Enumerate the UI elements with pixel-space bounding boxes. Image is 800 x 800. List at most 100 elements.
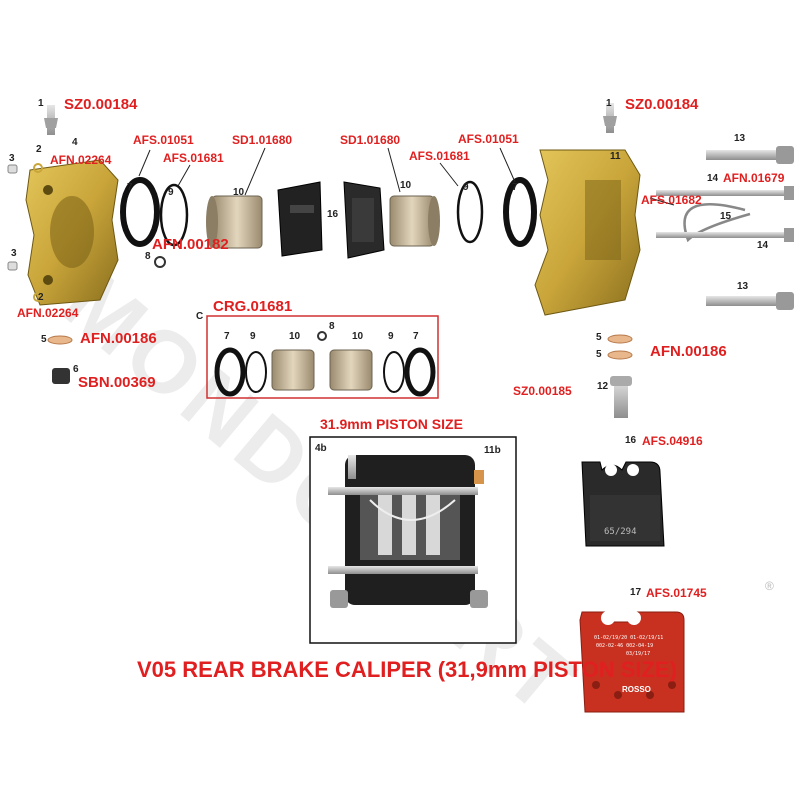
num-4b: 4b	[315, 443, 327, 454]
num-2-top: 2	[36, 144, 42, 155]
num-5-right-b: 5	[596, 349, 602, 360]
label-afn-00186-left: AFN.00186	[80, 330, 157, 347]
num-4: 4	[72, 137, 78, 148]
num-7-left: 7	[127, 182, 133, 193]
right-caliper-body	[534, 149, 641, 316]
red-pad-brand: ROSSO	[622, 685, 651, 694]
num-17: 17	[630, 587, 642, 598]
bolt-14-top	[656, 186, 794, 200]
o-ring-4	[33, 163, 43, 173]
brake-pad-16-left	[277, 181, 323, 257]
label-afs-01051-left: AFS.01051	[133, 133, 194, 147]
brake-pad-17-red	[579, 611, 685, 713]
label-sz0-00185: SZ0.00185	[513, 384, 572, 398]
label-afs-01051-right: AFS.01051	[458, 132, 519, 146]
num-11b: 11b	[484, 445, 501, 456]
num-5-left: 5	[41, 334, 47, 345]
num-10-kit-b: 10	[352, 331, 364, 342]
num-5-right-a: 5	[596, 332, 602, 343]
label-sz0-00184-right: SZ0.00184	[625, 96, 699, 113]
num-12: 12	[597, 381, 609, 392]
bleed-screw-left	[44, 105, 58, 135]
brake-pad-16-detail	[581, 461, 665, 547]
num-10-left: 10	[233, 187, 245, 198]
label-sd1-01680-right: SD1.01680	[340, 133, 401, 147]
cap-6	[52, 368, 70, 384]
num-1-right: 1	[606, 98, 612, 109]
bolt-13-bottom	[706, 292, 794, 310]
assembled-caliper	[328, 455, 488, 608]
num-9-kit-a: 9	[250, 331, 256, 342]
kit-c-parts	[214, 331, 436, 397]
label-sbn-00369: SBN.00369	[78, 374, 156, 391]
red-pad-line-3: 03/19/17	[626, 651, 651, 657]
num-8-kit: 8	[329, 321, 335, 332]
washer-5-right-a	[607, 334, 633, 344]
label-afn-02264-top: AFN.02264	[50, 153, 112, 167]
num-8: 8	[145, 251, 151, 262]
num-3-bottom: 3	[11, 248, 17, 259]
num-16-detail: 16	[625, 435, 637, 446]
num-3-top: 3	[9, 153, 15, 164]
label-sd1-01680-left: SD1.01680	[232, 133, 293, 147]
label-sz0-00184-left: SZ0.00184	[64, 96, 138, 113]
label-afn-00182: AFN.00182	[152, 236, 229, 253]
o-ring-2	[33, 292, 43, 302]
left-caliper-body	[25, 159, 119, 306]
label-afn-01679: AFN.01679	[723, 171, 785, 185]
num-7-kit-b: 7	[413, 331, 419, 342]
label-afs-01681-right: AFS.01681	[409, 149, 470, 163]
label-afn-02264-bottom: AFN.02264	[17, 306, 79, 320]
num-2-bottom: 2	[38, 292, 44, 303]
label-afs-01745: AFS.01745	[646, 586, 707, 600]
seal-7-right	[503, 177, 537, 247]
num-15: 15	[720, 211, 732, 222]
num-1-left: 1	[38, 98, 44, 109]
plug-3-bottom	[7, 261, 18, 271]
label-afn-00186-right: AFN.00186	[650, 343, 727, 360]
num-7-kit-a: 7	[224, 331, 230, 342]
registered-mark: ®	[765, 579, 774, 593]
num-16-top: 16	[327, 209, 339, 220]
num-14-top: 14	[707, 173, 719, 184]
label-crg-01681: CRG.01681	[213, 298, 293, 315]
num-13-bottom: 13	[737, 281, 749, 292]
piston-10-left	[206, 195, 263, 249]
photo-caption: 31.9mm PISTON SIZE	[320, 416, 463, 432]
num-9-right: 9	[463, 182, 469, 193]
kit-c-box	[206, 315, 439, 399]
num-10-kit-a: 10	[289, 331, 301, 342]
bolt-13-top	[706, 146, 794, 164]
red-pad-line-1: 01-02/19/20 01-02/19/11	[594, 635, 664, 641]
washer-5-left	[47, 335, 73, 345]
red-pad-line-2: 002-02-46 002-04-19	[596, 643, 654, 649]
diagram-title: V05 REAR BRAKE CALIPER (31,9mm PISTON SI…	[137, 657, 677, 682]
num-13-top: 13	[734, 133, 746, 144]
num-6: 6	[73, 364, 79, 375]
label-afs-01682: AFS.01682	[641, 193, 702, 207]
seal-9-right	[456, 180, 484, 244]
num-14-bottom: 14	[757, 240, 769, 251]
bleed-screw-right	[603, 103, 617, 133]
label-afs-01681-left: AFS.01681	[163, 151, 224, 165]
brake-pad-16-right	[343, 181, 385, 259]
num-c: C	[196, 311, 204, 322]
num-10-right: 10	[400, 180, 412, 191]
pad-print-65-294: 65/294	[604, 527, 637, 537]
piston-10-right	[389, 195, 440, 247]
spring-15	[683, 203, 751, 243]
num-9-left: 9	[168, 187, 174, 198]
banjo-bolt-12	[610, 376, 632, 418]
seal-7-left	[120, 177, 160, 247]
num-11: 11	[610, 151, 621, 162]
num-9-kit-b: 9	[388, 331, 394, 342]
leader-lines	[138, 147, 675, 206]
num-7-right: 7	[512, 182, 518, 193]
seal-9-left	[159, 183, 189, 247]
washer-5-right-b	[607, 350, 633, 360]
bolt-14-bottom	[656, 228, 794, 242]
plug-3-top	[7, 164, 18, 174]
o-ring-8	[154, 256, 166, 268]
label-afs-04916: AFS.04916	[642, 434, 703, 448]
